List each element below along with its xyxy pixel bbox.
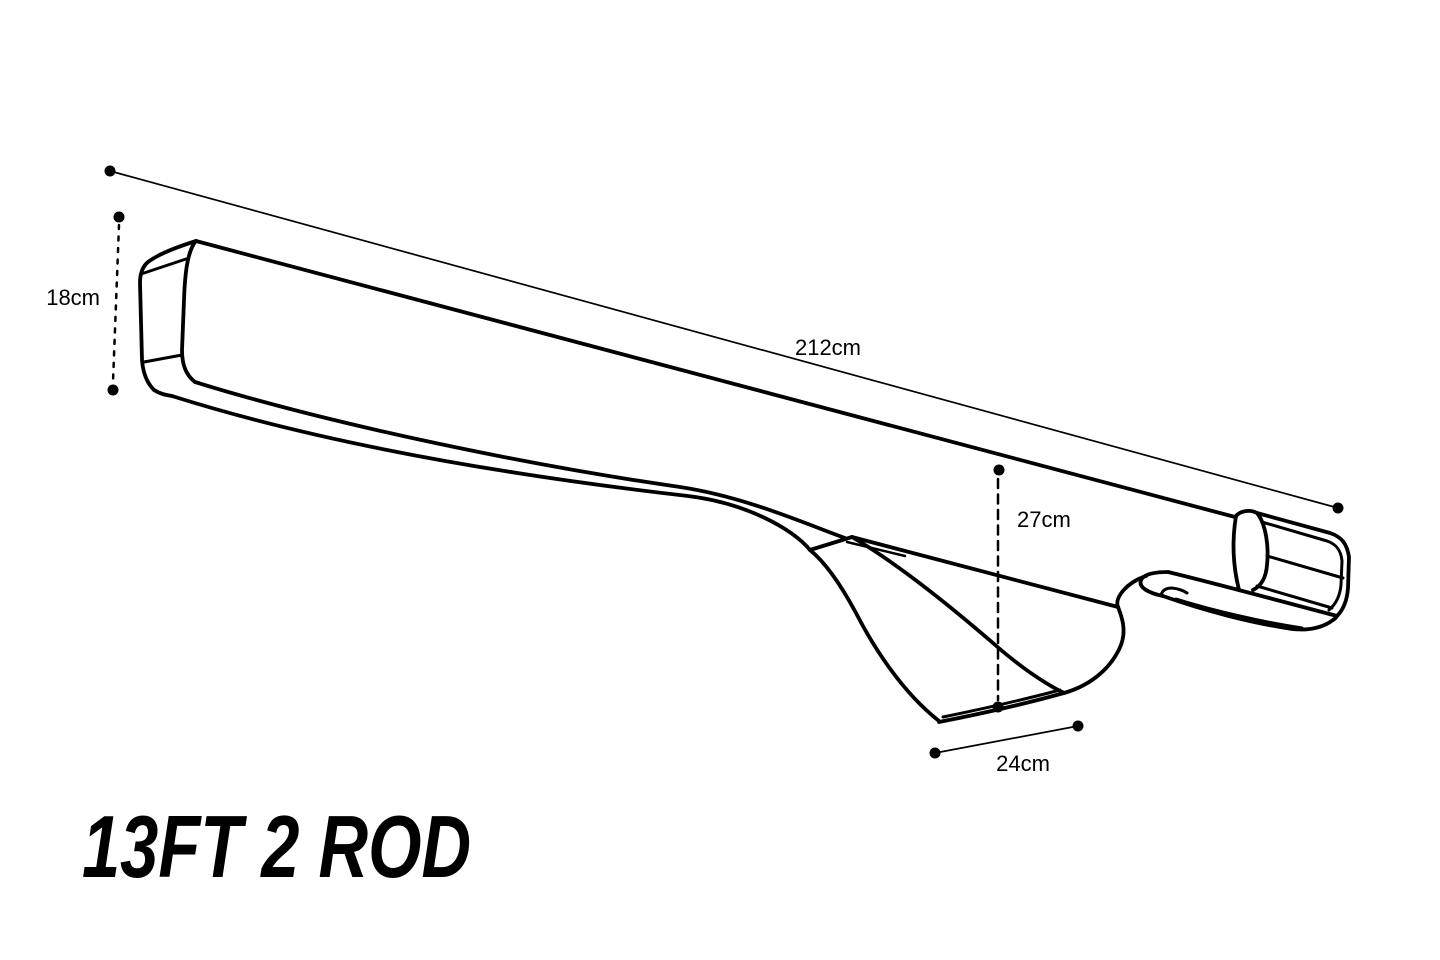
body-bottom-outer-edge (170, 394, 812, 552)
sling-top-hem (845, 540, 907, 558)
holdall-body (138, 239, 1237, 552)
sling-bottom-rim-outer (937, 691, 1066, 724)
length-dimension: 212cm (104, 165, 1344, 514)
base-width-dimension-dot-left (929, 747, 941, 759)
height-dimension: 18cm (46, 211, 125, 396)
sling-left-curve (808, 548, 941, 723)
length-dimension-label: 212cm (795, 335, 861, 360)
right-cap-face-line-middle (1265, 554, 1345, 580)
sling-notch (808, 535, 854, 552)
right-cap-bottom-edge (1166, 570, 1339, 618)
base-panel-lower-edge (1161, 594, 1339, 632)
sling-fold-curve (850, 535, 1066, 695)
right-cap-face-line-lower (1255, 584, 1334, 610)
height-dimension-dot-top (113, 211, 125, 223)
base-width-dimension: 24cm (929, 720, 1084, 776)
product-title: 13FT 2 ROD (82, 797, 472, 896)
drop-dimension-dot-bottom (992, 701, 1004, 713)
height-dimension-line (111, 223, 121, 384)
sling-pouch (808, 535, 1148, 724)
right-cap-inner-rim (1260, 520, 1344, 612)
left-end-cap-inner-edge (180, 240, 197, 384)
left-cap-band-top (139, 257, 188, 276)
left-end-cap-outline (138, 239, 198, 398)
body-bottom-edge-right (850, 535, 1120, 609)
drop-dimension: 27cm (992, 464, 1071, 713)
sling-right-curve (1062, 574, 1148, 695)
base-width-dimension-label: 24cm (996, 751, 1050, 776)
right-band-left-edge (1231, 514, 1241, 592)
base-panel (1138, 570, 1339, 632)
base-panel-left-end (1138, 570, 1170, 598)
body-bottom-inner-edge (193, 380, 847, 540)
body-top-edge (194, 239, 1237, 519)
height-dimension-label: 18cm (46, 285, 100, 310)
right-band-right-edge (1234, 508, 1270, 592)
sling-bottom-rim-inner (941, 688, 1062, 719)
base-width-dimension-line (934, 725, 1079, 754)
length-dimension-dot-end (1332, 502, 1344, 514)
right-cap-outline (1255, 511, 1351, 618)
base-panel-lower-inner-line (1174, 597, 1304, 630)
base-panel-left-bump (1159, 586, 1189, 597)
left-cap-band-bottom (142, 353, 184, 364)
length-dimension-line (109, 170, 1339, 509)
base-width-dimension-dot-right (1072, 720, 1084, 732)
drop-dimension-dot-top (993, 464, 1005, 476)
drop-dimension-label: 27cm (1017, 507, 1071, 532)
length-dimension-dot-start (104, 165, 116, 177)
right-end-cap (1166, 508, 1351, 618)
height-dimension-dot-bottom (107, 384, 119, 396)
